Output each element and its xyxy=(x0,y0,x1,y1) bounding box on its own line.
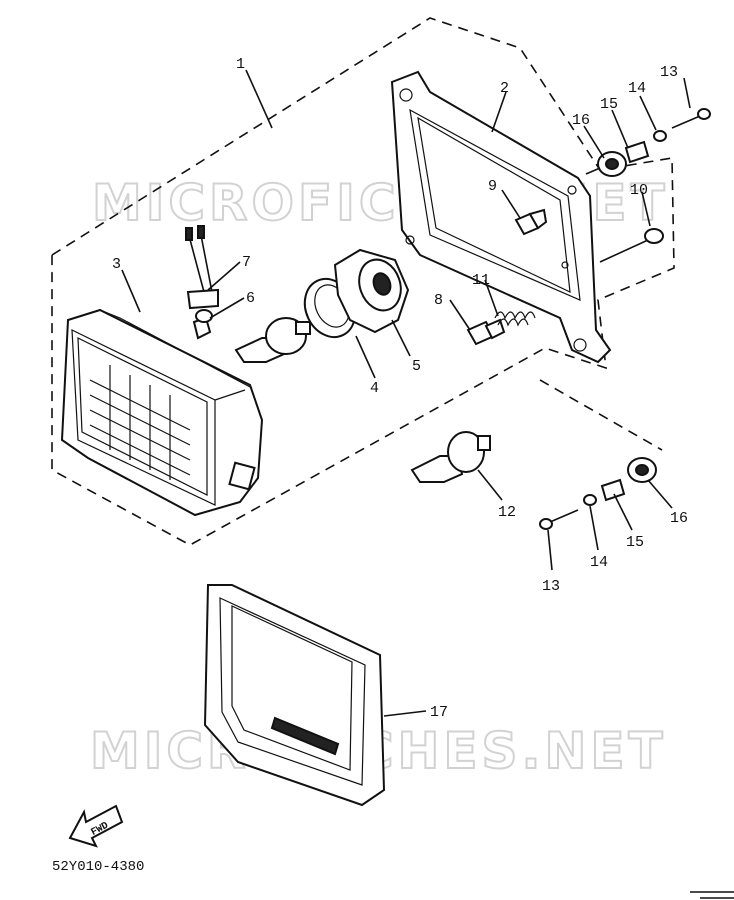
label-part-13-lower: 13 xyxy=(542,578,560,595)
upper-hardware xyxy=(597,108,711,177)
headlight-case xyxy=(203,584,386,807)
label-part-4: 4 xyxy=(370,380,379,397)
corner-mark xyxy=(690,891,734,899)
forward-arrow: FWD xyxy=(68,804,124,848)
diagram-code: 52Y010-4380 xyxy=(52,859,144,875)
label-part-9: 9 xyxy=(488,178,497,195)
label-part-1: 1 xyxy=(236,56,245,73)
part-labels: 1 2 3 4 5 6 7 8 9 10 11 12 13 14 15 16 1… xyxy=(112,56,688,721)
mounting-screw-10 xyxy=(599,228,664,263)
headlight-unit xyxy=(60,308,264,517)
adjusting-spring xyxy=(494,311,536,327)
headlight-bracket xyxy=(390,70,612,364)
assembly-outline xyxy=(51,17,675,546)
bulb-socket xyxy=(185,225,219,310)
label-part-5: 5 xyxy=(412,358,421,375)
hardware-outline xyxy=(539,379,663,451)
adjusting-screw xyxy=(466,318,506,346)
label-part-15-lower: 15 xyxy=(626,534,644,551)
label-part-13-upper: 13 xyxy=(660,64,678,81)
position-bulb xyxy=(192,309,213,340)
replacement-bulb xyxy=(410,431,491,483)
label-part-16-upper: 16 xyxy=(572,112,590,129)
label-part-10: 10 xyxy=(630,182,648,199)
label-part-14-lower: 14 xyxy=(590,554,608,571)
label-part-16-lower: 16 xyxy=(670,510,688,527)
label-part-7: 7 xyxy=(242,254,251,271)
label-part-11: 11 xyxy=(472,272,490,289)
label-part-14-upper: 14 xyxy=(628,80,646,97)
label-part-3: 3 xyxy=(112,256,121,273)
label-part-2: 2 xyxy=(500,80,509,97)
label-part-12: 12 xyxy=(498,504,516,521)
label-part-6: 6 xyxy=(246,290,255,307)
dust-boot xyxy=(333,248,410,334)
label-part-15-upper: 15 xyxy=(600,96,618,113)
headlight-bulb xyxy=(234,317,311,363)
adjusting-nut xyxy=(514,208,548,236)
lens-pattern xyxy=(89,365,191,480)
label-part-8: 8 xyxy=(434,292,443,309)
leader-lines xyxy=(121,69,691,717)
label-part-17: 17 xyxy=(430,704,448,721)
lower-hardware xyxy=(539,457,657,530)
